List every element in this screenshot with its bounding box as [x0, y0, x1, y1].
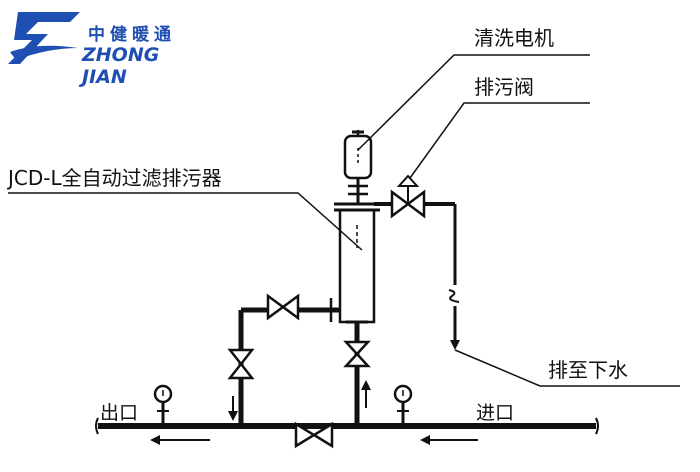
drain-valve [374, 174, 455, 219]
leader-lines [8, 54, 680, 387]
drain-valve-leader-line [409, 102, 590, 179]
company-logo: 中健暖通 ZHONG JIAN [8, 8, 193, 88]
filter-body [334, 202, 380, 324]
outlet-riser-valve [227, 348, 255, 380]
outlet-riser-pipe [238, 298, 340, 426]
drain-pipe [448, 204, 460, 350]
label-inlet: 进口 [476, 402, 515, 424]
drain-to-sewer-leader-line [454, 349, 680, 387]
label-cleaning-motor: 清洗电机 [474, 26, 554, 50]
inlet-riser-valve [343, 340, 371, 368]
bypass-valve [294, 421, 334, 449]
logo-mark-icon [8, 12, 80, 64]
label-drain-to-sewer: 排至下水 [548, 358, 628, 382]
motor-leader-line [357, 54, 590, 151]
outlet-branch-valve [266, 293, 300, 321]
inlet-up-arrow [361, 380, 371, 408]
outlet-flow-arrow [150, 435, 210, 445]
inlet-flow-arrow [420, 435, 478, 445]
outlet-down-arrow [228, 396, 238, 421]
logo-name-cn: 中健暖通 [88, 25, 176, 45]
label-outlet: 出口 [100, 402, 139, 424]
device-leader-line [8, 192, 363, 251]
outlet-pressure-gauge [153, 384, 173, 424]
inlet-pressure-gauge [393, 384, 413, 424]
logo-name-en: ZHONG JIAN [82, 44, 160, 88]
cleaning-motor [343, 130, 373, 204]
main-pipe [95, 417, 599, 435]
label-device-name: JCD-L全自动过滤排污器 [8, 166, 222, 190]
label-drain-valve: 排污阀 [474, 75, 534, 99]
